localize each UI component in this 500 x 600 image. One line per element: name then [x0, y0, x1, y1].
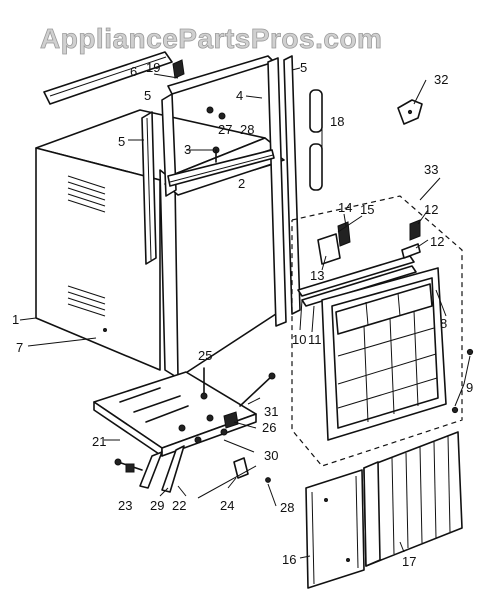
callout-6: 6	[130, 64, 137, 79]
foam-strips	[309, 89, 323, 191]
rod-part	[239, 372, 276, 407]
callout-12-lower: 12	[430, 234, 444, 249]
callout-22: 22	[172, 498, 186, 513]
cabinet-louvers-upper	[67, 175, 106, 213]
bolt-icon	[114, 458, 143, 473]
callout-labels: 1 2 3 4 5 5 5 6 7 8 9 10 11 12 12 13 14 …	[12, 60, 473, 569]
callout-3: 3	[184, 142, 191, 157]
callout-12-upper: 12	[424, 202, 438, 217]
side-rail-left	[141, 111, 157, 265]
callout-28-upper: 28	[240, 122, 254, 137]
leader-lines	[19, 67, 471, 559]
callout-23: 23	[118, 498, 132, 513]
window-top-rails	[297, 255, 417, 307]
callout-16: 16	[282, 552, 296, 567]
callout-31: 31	[264, 404, 278, 419]
callout-28-lower: 28	[280, 500, 294, 515]
bracket-part	[397, 99, 423, 125]
screw-icon	[265, 477, 271, 483]
bolt-icon	[200, 367, 208, 400]
callout-25: 25	[198, 348, 212, 363]
callout-5-top: 5	[144, 88, 151, 103]
cabinet-louvers-lower	[67, 285, 106, 317]
callout-26: 26	[262, 420, 276, 435]
callout-33: 33	[424, 162, 438, 177]
callout-21: 21	[92, 434, 106, 449]
callout-11: 11	[308, 332, 322, 347]
side-rail-center	[161, 93, 177, 197]
latch-parts	[317, 221, 351, 265]
callout-24: 24	[220, 498, 234, 513]
callout-5-right: 5	[300, 60, 307, 75]
side-curtain-right	[363, 431, 463, 567]
clip-part	[233, 457, 249, 479]
callout-7: 7	[16, 340, 23, 355]
callout-27: 27	[218, 122, 232, 137]
callout-5-left: 5	[118, 134, 125, 149]
bracket-part	[223, 411, 239, 429]
top-rail	[43, 51, 275, 105]
screw-icon	[451, 348, 474, 414]
callout-9: 9	[466, 380, 473, 395]
base-vent-dots	[119, 387, 189, 423]
cross-bar	[167, 149, 275, 187]
callout-18: 18	[330, 114, 344, 129]
window-panel	[321, 267, 447, 441]
callout-15: 15	[360, 202, 374, 217]
callout-30: 30	[264, 448, 278, 463]
watermark: AppliancePartsPros.com	[40, 23, 382, 54]
callout-17: 17	[402, 554, 416, 569]
pivot-parts	[401, 219, 421, 259]
callout-10: 10	[292, 332, 306, 347]
callout-2: 2	[238, 176, 245, 191]
support-legs	[139, 445, 185, 493]
callout-32: 32	[434, 72, 448, 87]
callout-29: 29	[150, 498, 164, 513]
clip-part	[172, 59, 185, 79]
callout-19: 19	[146, 60, 160, 75]
callout-4: 4	[236, 88, 243, 103]
window-kit-outline	[291, 195, 463, 467]
side-curtain-left	[305, 469, 365, 589]
callout-14: 14	[338, 200, 352, 215]
callout-8: 8	[440, 316, 447, 331]
side-rail-right	[267, 55, 301, 327]
screw-icon	[206, 106, 226, 163]
callout-1: 1	[12, 312, 19, 327]
callout-13: 13	[310, 268, 324, 283]
